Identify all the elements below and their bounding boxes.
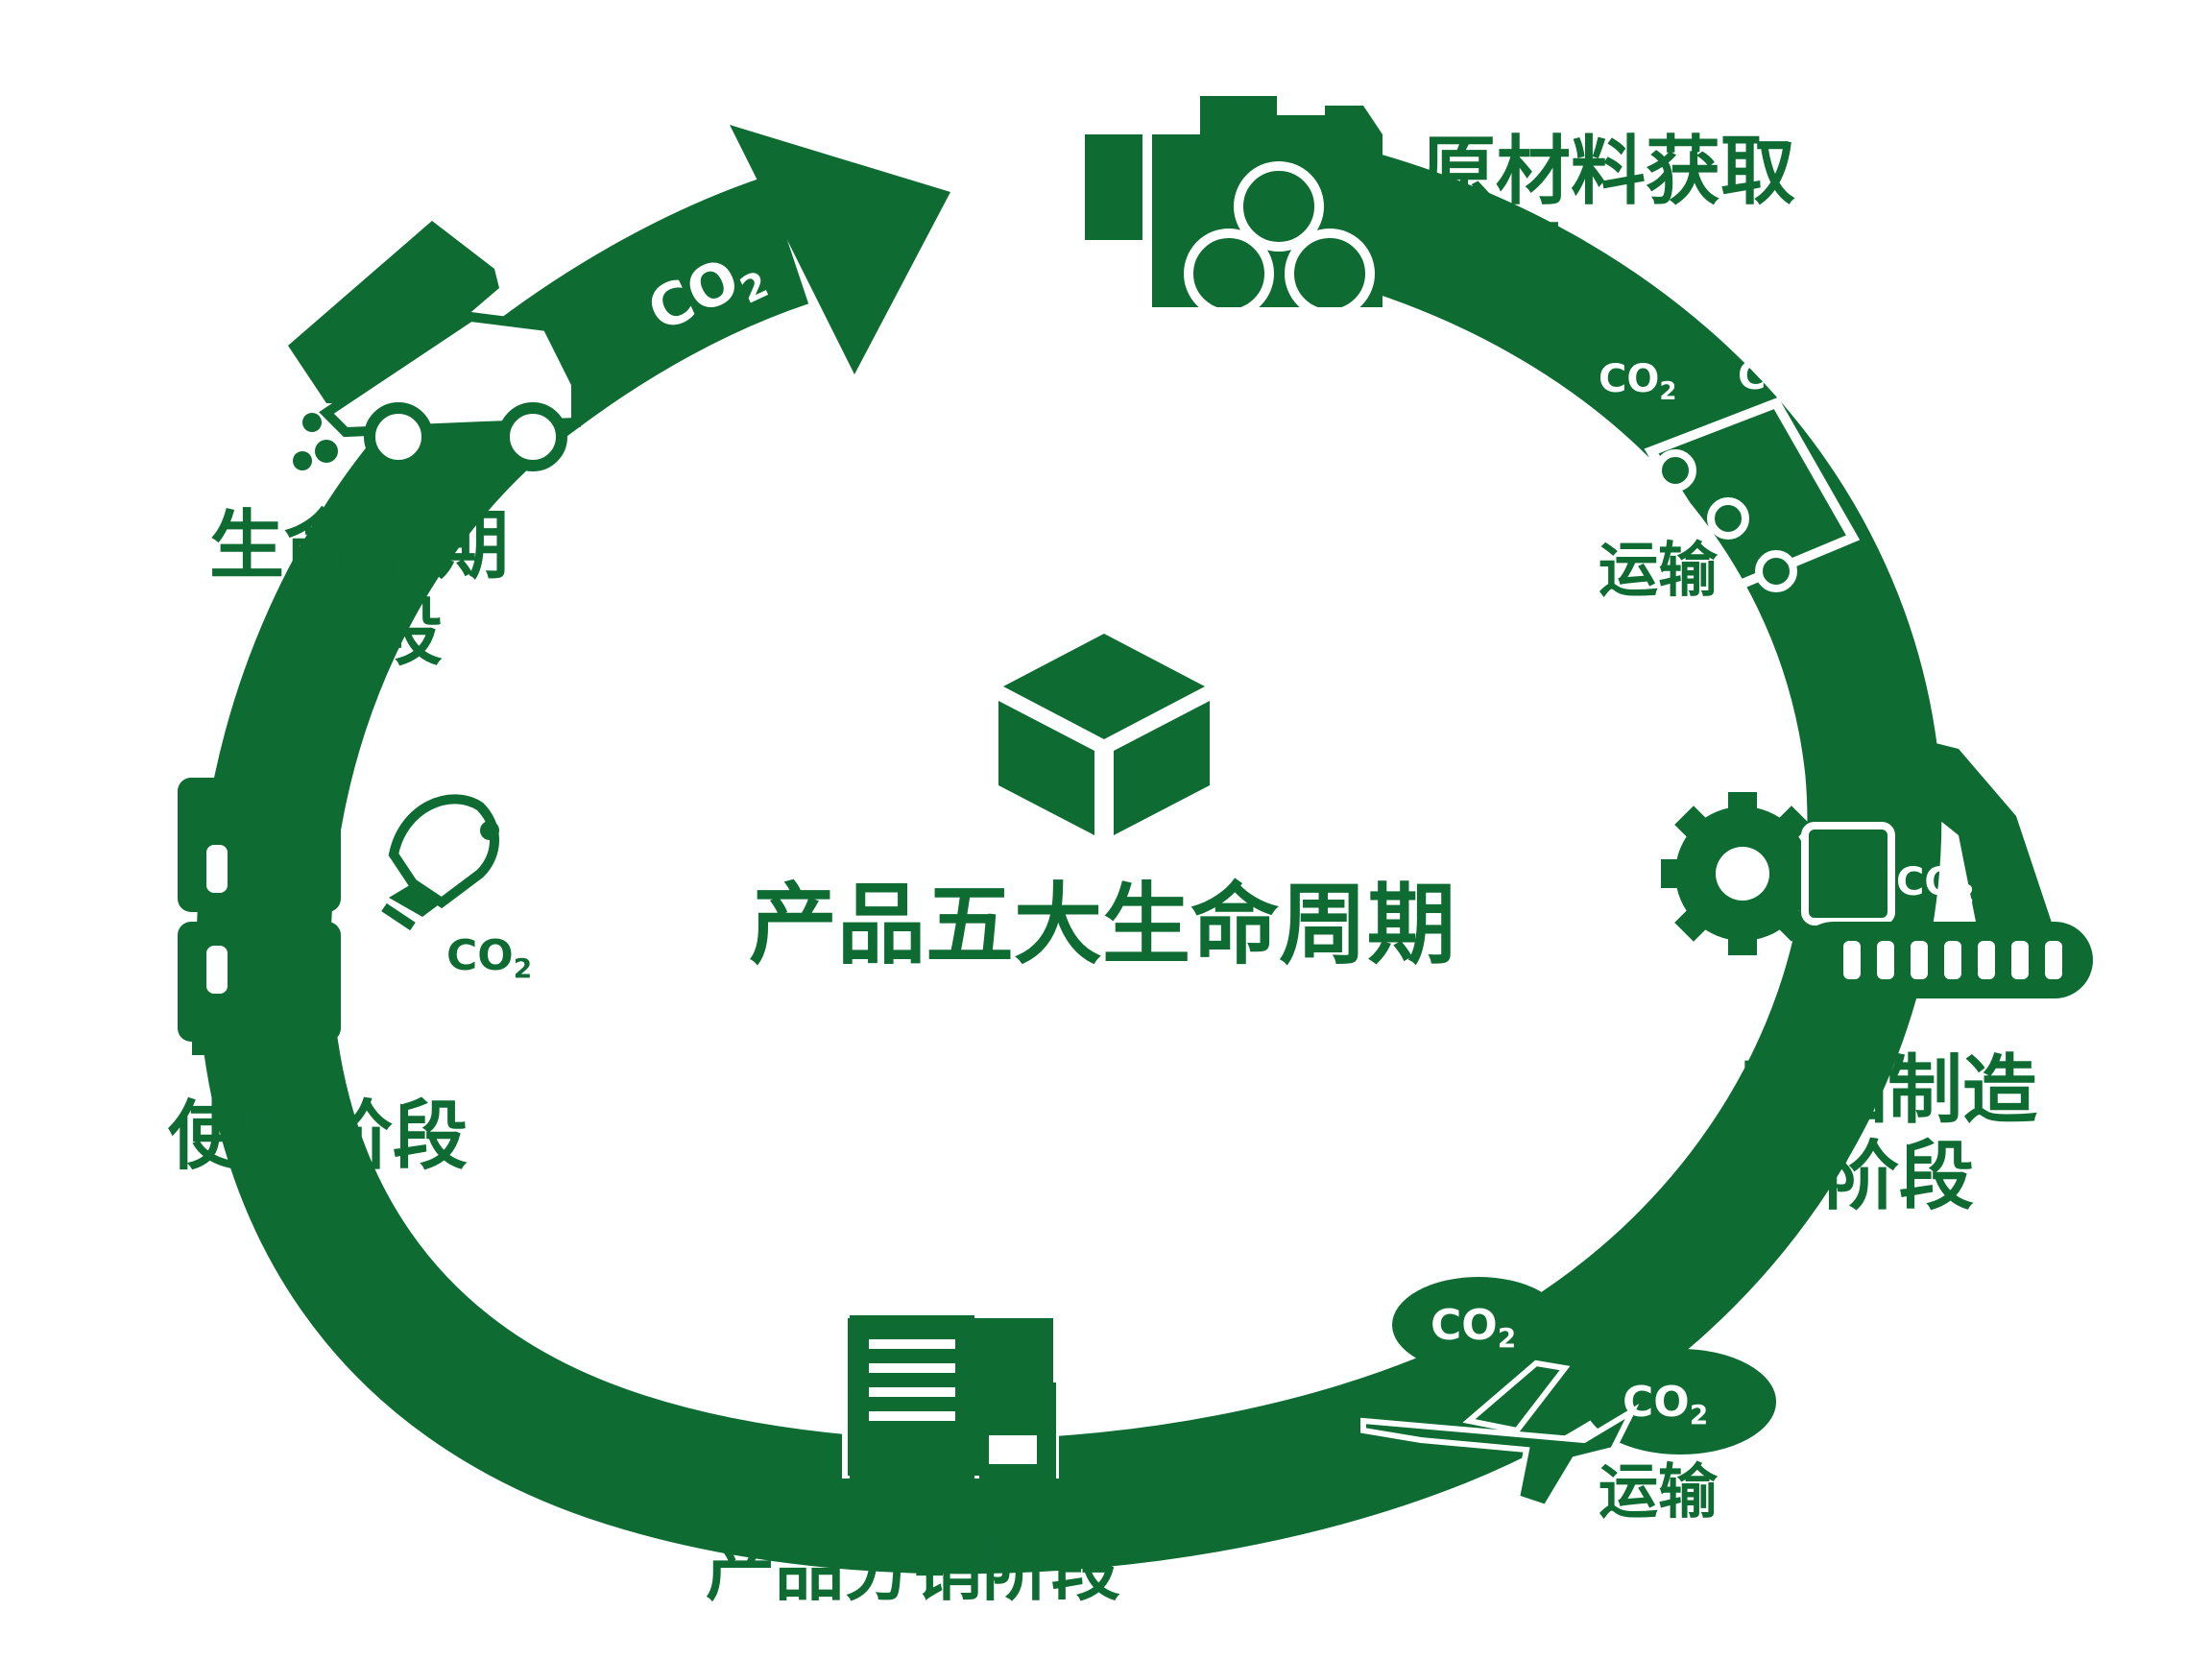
co2-badge: CO2 — [1584, 1349, 1776, 1455]
refrigerator-icon — [178, 778, 341, 1055]
cube-icon — [998, 634, 1210, 835]
co2-badge: CO2 — [1599, 357, 1676, 406]
svg-text:CO2: CO2 — [518, 1292, 612, 1352]
co2-badge: CO2 — [1738, 354, 1815, 403]
svg-text:CO2: CO2 — [1623, 1378, 1708, 1431]
co2-badge: CO2 — [1392, 1277, 1565, 1373]
cycle-arrow — [196, 125, 1942, 1575]
excavator-icon — [1795, 739, 2093, 998]
svg-text:CO2: CO2 — [1896, 860, 1974, 909]
raw-material-icon — [1085, 96, 1382, 319]
raw-material-title-1: 原材料获取 — [1421, 129, 1795, 215]
distribution-title: 产品分销阶段 — [706, 1529, 1120, 1610]
co2-badge: CO2 — [518, 1292, 612, 1352]
svg-text:CO2: CO2 — [1599, 357, 1676, 406]
co2-badge: CO2 — [1896, 860, 1974, 909]
raw-material-title-2: 阶段 — [1421, 215, 1571, 301]
lightbulb-icon — [381, 794, 499, 931]
manufacturing-title-1: 产品制造 — [1738, 1047, 2037, 1134]
truck-icon — [1644, 397, 1861, 592]
manufacturing-title-2: 阶段 — [1824, 1134, 1974, 1220]
transport-label-1: 运输 — [1599, 535, 1719, 605]
airplane-icon — [1360, 1359, 1640, 1511]
co2-badge: CO2 — [446, 931, 532, 984]
svg-text:CO2: CO2 — [1738, 354, 1815, 403]
end-of-life-title-1: 生命末期 — [209, 503, 509, 589]
co2-badge: CO2 — [373, 994, 458, 1046]
end-of-life-title-2: 阶段 — [293, 589, 443, 676]
svg-text:CO2: CO2 — [446, 931, 532, 984]
svg-text:CO2: CO2 — [1431, 1301, 1516, 1354]
store-icon — [835, 1312, 1066, 1494]
diagram-title: 产品五大生命周期 — [749, 874, 1455, 976]
svg-text:CO2: CO2 — [373, 994, 458, 1046]
use-title: 使用阶段 — [167, 1094, 468, 1180]
dump-truck-icon — [288, 221, 581, 471]
gear-icon — [1661, 792, 1824, 955]
transport-label-2: 运输 — [1599, 1456, 1719, 1527]
